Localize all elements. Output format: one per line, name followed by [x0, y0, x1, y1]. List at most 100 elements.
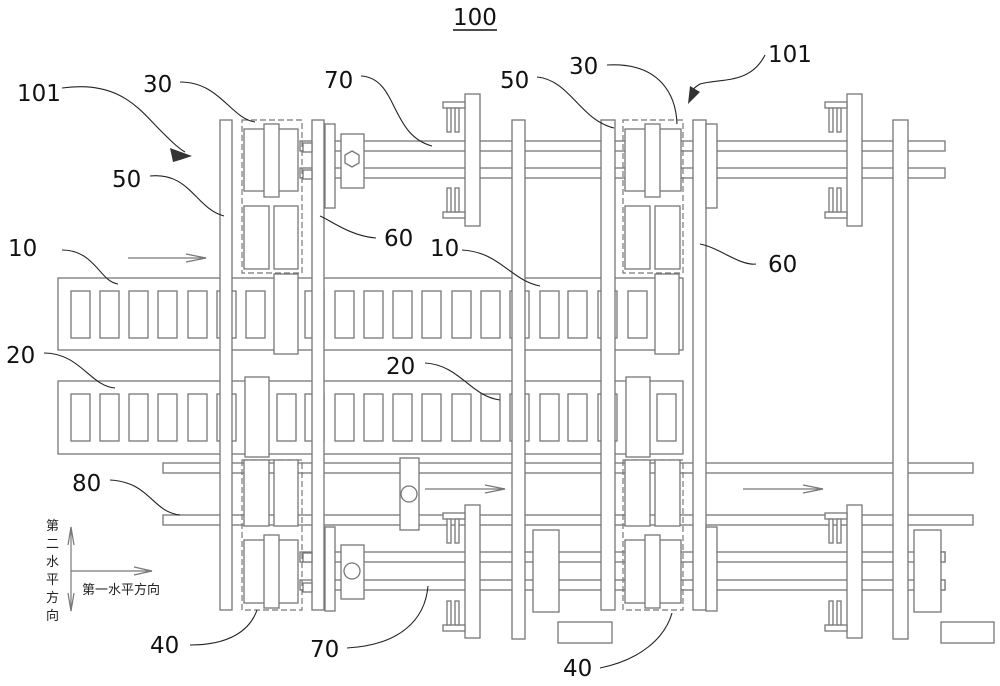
- carriage-middle-right-upper: [655, 274, 679, 354]
- motion-arrow-80-right: [743, 485, 823, 493]
- cam-block-top-left: [341, 134, 364, 188]
- conveyor-slot: [364, 394, 383, 441]
- conveyor-slot: [188, 394, 207, 441]
- arrowhead-101-right: [688, 86, 700, 104]
- label-101-left: 101: [17, 81, 61, 107]
- conveyor-slot: [335, 394, 354, 441]
- conveyor-slot: [100, 394, 119, 441]
- conveyor-slot: [628, 291, 647, 338]
- frame-post-right: [893, 120, 908, 639]
- conveyor-slot: [568, 394, 587, 441]
- conveyor-slot: [393, 291, 412, 338]
- label-60-left: 60: [384, 226, 413, 252]
- gripper-30-right-pad-a: [625, 206, 650, 269]
- conveyor-slot: [129, 291, 148, 338]
- label-50-left: 50: [112, 167, 141, 193]
- conveyor-slot: [540, 291, 559, 338]
- conveyor-slot: [481, 394, 500, 441]
- conveyor-slot: [452, 394, 471, 441]
- motion-arrow-80-left: [425, 485, 505, 493]
- conveyor-slot: [540, 394, 559, 441]
- gripper-40-left-pad-b: [274, 460, 298, 526]
- plate-bottom-left: [325, 527, 335, 611]
- leader-60-left: [320, 216, 376, 238]
- conveyor-slot: [657, 394, 676, 441]
- gripper-40-right-pad-b: [655, 460, 680, 526]
- conveyor-slot: [393, 394, 412, 441]
- label-20-right: 20: [386, 354, 415, 380]
- label-70-bottom: 70: [310, 637, 339, 663]
- conveyor-slot: [158, 291, 177, 338]
- conveyor-slot: [158, 394, 177, 441]
- conveyor-20-slots: [71, 394, 676, 441]
- label-30-right: 30: [569, 54, 598, 80]
- carriage-middle-left-lower: [245, 377, 269, 457]
- motor-block-1: [533, 530, 559, 612]
- leader-60-right: [700, 244, 756, 264]
- gripper-30-right-pad-b: [655, 206, 680, 269]
- label-10-right: 10: [430, 236, 459, 262]
- conveyor-slot: [422, 394, 441, 441]
- conveyor-slot: [188, 291, 207, 338]
- gripper-40-right-shaft: [645, 535, 660, 608]
- plate-top-left: [325, 124, 335, 208]
- cam-block-80: [400, 458, 419, 530]
- motor-block-2: [914, 530, 941, 612]
- frame-post-middle: [512, 120, 525, 639]
- conveyor-slot: [100, 291, 119, 338]
- leader-80: [110, 480, 180, 515]
- label-10-left: 10: [8, 236, 37, 262]
- plate-top-right: [706, 124, 717, 208]
- right-assembly-101: [601, 120, 717, 611]
- bracket-top-1: [443, 94, 480, 226]
- motion-arrow-10: [128, 254, 206, 262]
- leader-30-right: [607, 65, 677, 124]
- conveyor-slot: [335, 291, 354, 338]
- conveyor-slot: [129, 394, 148, 441]
- leader-50-left: [150, 176, 224, 216]
- conveyor-slot: [71, 394, 90, 441]
- carriage-middle-right-lower: [626, 377, 650, 457]
- label-101-right: 101: [768, 42, 812, 68]
- carriage-middle-left-upper: [274, 274, 298, 354]
- label-80: 80: [72, 471, 101, 497]
- conveyor-slot: [481, 291, 500, 338]
- label-30-left: 30: [143, 72, 172, 98]
- label-60-right: 60: [768, 252, 797, 278]
- gripper-30-left-shaft: [264, 124, 279, 197]
- label-20-left: 20: [6, 343, 35, 369]
- first-horizontal-direction-label: 第一水平方向: [82, 582, 160, 598]
- vertical-direction-char: 水: [46, 555, 59, 570]
- label-40-left: 40: [150, 633, 179, 659]
- leader-101-right: [690, 55, 765, 93]
- conveyor-slot: [422, 291, 441, 338]
- vertical-direction-char: 平: [46, 573, 59, 588]
- leader-30-left: [180, 82, 255, 122]
- conveyor-slot: [364, 291, 383, 338]
- gripper-40-right-pad-a: [625, 460, 650, 526]
- conveyor-slot: [71, 291, 90, 338]
- frame-post-60-right: [693, 120, 706, 610]
- direction-indicator: [68, 527, 152, 611]
- frame-post-60-left: [312, 120, 324, 610]
- gripper-40-left-pad-a: [244, 460, 269, 526]
- conveyor-slot: [277, 394, 296, 441]
- conveyor-10-slots: [71, 291, 676, 338]
- vertical-direction-char: 方: [46, 590, 59, 606]
- conveyor-slot: [568, 291, 587, 338]
- gripper-30-left-pad-b: [274, 206, 298, 269]
- plate-bottom-right: [706, 527, 717, 611]
- gripper-30-right-shaft: [645, 124, 660, 197]
- base-block-1: [558, 622, 612, 643]
- base-block-2: [941, 622, 994, 643]
- leader-40-left: [190, 610, 257, 645]
- second-horizontal-direction-label: 第二水平方向: [46, 519, 59, 624]
- bracket-top-2: [825, 94, 862, 226]
- vertical-direction-char: 第: [46, 519, 59, 534]
- vertical-direction-char: 二: [46, 537, 59, 552]
- gripper-30-left-pad-a: [244, 206, 269, 269]
- arrowhead-101-left: [170, 148, 192, 162]
- left-assembly-101: [220, 120, 335, 611]
- conveyor-slot: [246, 291, 265, 338]
